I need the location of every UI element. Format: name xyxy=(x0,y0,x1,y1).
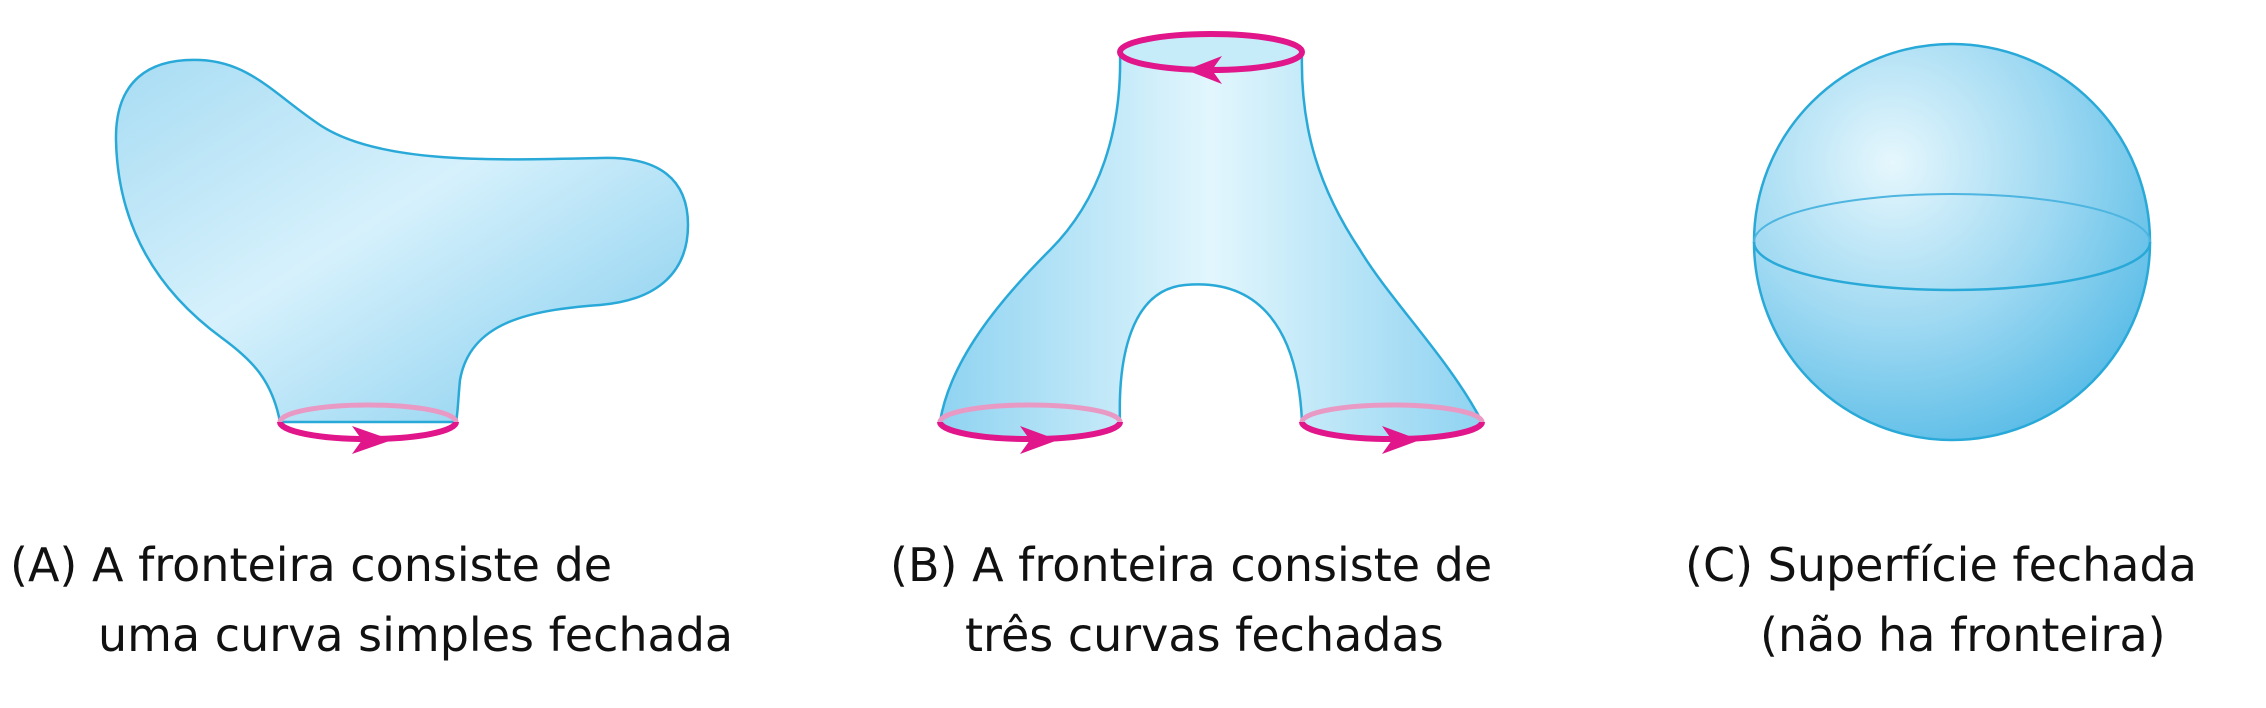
caption-c-line1: (C) Superfície fechada xyxy=(1685,538,2197,592)
caption-a-line1: (A) A fronteira consiste de xyxy=(10,538,613,592)
sphere xyxy=(1752,42,2152,442)
caption-panel-c: (C) Superfície fechada (não ha fronteira… xyxy=(1685,530,2197,670)
arrowhead-icon xyxy=(1020,426,1058,454)
caption-panel-a: (A) A fronteira consiste de uma curva si… xyxy=(10,530,733,670)
arrowhead-icon xyxy=(352,426,392,454)
sphere-equator-front xyxy=(1752,241,2152,292)
caption-b-line2: três curvas fechadas xyxy=(965,608,1444,662)
surface-b-body xyxy=(938,32,1484,441)
panel-b-surface xyxy=(937,31,1485,454)
arrowhead-icon xyxy=(1186,56,1222,84)
caption-a-line2: uma curva simples fechada xyxy=(98,608,734,662)
arrowhead-icon xyxy=(1382,426,1420,454)
surface-a-body xyxy=(114,58,690,424)
panel-a-surface xyxy=(114,58,690,454)
caption-b-line1: (B) A fronteira consiste de xyxy=(890,538,1493,592)
panel-c-surface xyxy=(1752,42,2152,442)
caption-panel-b: (B) A fronteira consiste de três curvas … xyxy=(890,530,1492,670)
caption-c-line2: (não ha fronteira) xyxy=(1760,608,2166,662)
sphere-equator-back xyxy=(1753,193,2151,243)
